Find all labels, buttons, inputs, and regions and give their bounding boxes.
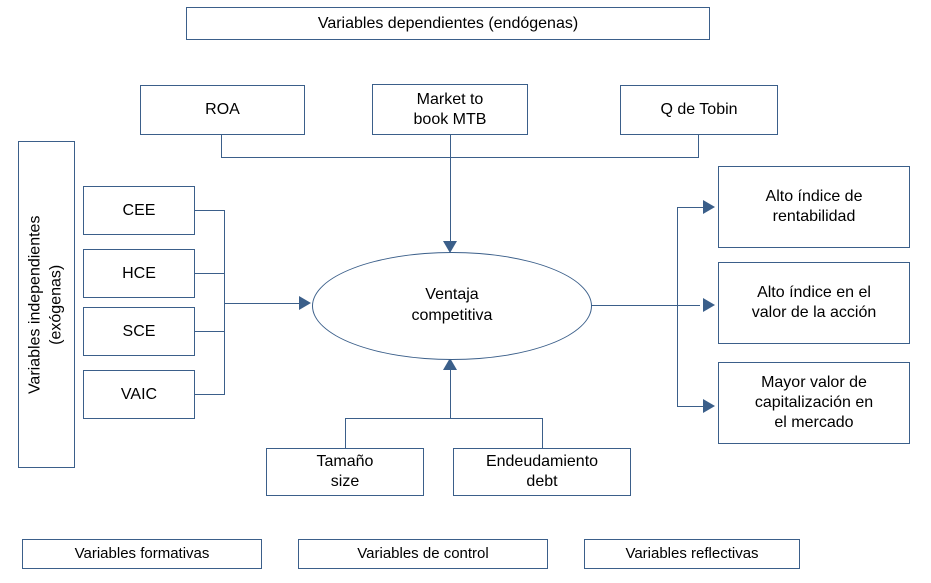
legend-box-control-label: Variables de control	[357, 544, 489, 562]
legend-box-reflectivas-label: Variables reflectivas	[625, 544, 759, 562]
outcome-box-share-value-line1: Alto índice en el	[757, 284, 871, 301]
outcome-box-market-cap-line1: Mayor valor de	[761, 374, 867, 391]
connector-cee-right	[195, 210, 224, 211]
independent-box-vaic-label: VAIC	[120, 385, 158, 403]
connector-right-bottom-branch	[677, 406, 705, 407]
center-node-label-line1: Ventaja	[425, 286, 479, 304]
independent-box-sce-label: SCE	[122, 322, 156, 340]
outcome-box-market-cap[interactable]: Mayor valor de capitalización en el merc…	[718, 362, 910, 444]
control-box-tamano[interactable]: Tamaño size	[266, 448, 424, 496]
independent-box-hce-label: HCE	[122, 264, 156, 282]
sidebar-independent-variables-label: Variables independientes (exógenas)	[26, 215, 68, 394]
control-box-endeudamiento-line1: Endeudamiento	[485, 453, 599, 470]
outcome-box-profitability-line2: rentabilidad	[772, 208, 856, 225]
independent-box-cee[interactable]: CEE	[83, 186, 195, 235]
dependent-box-mtb-label-line2: book MTB	[413, 110, 487, 128]
control-box-endeudamiento-line2: debt	[526, 473, 558, 490]
arrow-right-to-ellipse	[299, 296, 311, 310]
outcome-box-share-value[interactable]: Alto índice en el valor de la acción	[718, 262, 910, 344]
legend-box-reflectivas: Variables reflectivas	[584, 539, 800, 569]
connector-left-bus	[224, 210, 225, 395]
dependent-box-roa-label: ROA	[205, 101, 240, 118]
control-box-tamano-line1: Tamaño	[316, 453, 374, 470]
dependent-box-roa[interactable]: ROA	[140, 85, 305, 135]
connector-vaic-right	[195, 394, 224, 395]
legend-box-control: Variables de control	[298, 539, 548, 569]
center-node-label-line2: competitiva	[411, 307, 493, 324]
sidebar-independent-variables: Variables independientes (exógenas)	[18, 141, 75, 468]
dependent-box-qtobin-label: Q de Tobin	[660, 101, 738, 118]
legend-box-formativas-label: Variables formativas	[74, 544, 210, 562]
arrow-right-to-outcome-2	[703, 298, 715, 312]
control-box-endeudamiento[interactable]: Endeudamiento debt	[453, 448, 631, 496]
sidebar-label-line2: (exógenas)	[47, 264, 65, 345]
independent-box-hce[interactable]: HCE	[83, 249, 195, 298]
control-box-tamano-line2: size	[330, 473, 360, 490]
connector-qtobin-down	[698, 135, 699, 157]
connector-endeudamiento-down	[542, 418, 543, 448]
connector-control-bus	[345, 418, 543, 419]
outcome-box-profitability-line1: Alto índice de	[765, 188, 863, 205]
sidebar-label-line1: Variables independientes	[26, 215, 44, 394]
independent-box-sce[interactable]: SCE	[83, 307, 195, 356]
connector-left-to-ellipse	[224, 303, 301, 304]
connector-right-top-branch	[677, 207, 705, 208]
outcome-box-market-cap-line2: capitalización en	[754, 394, 874, 411]
connector-sce-right	[195, 331, 224, 332]
connector-top-bus	[221, 157, 699, 158]
dependent-box-mtb[interactable]: Market to book MTB	[372, 84, 528, 135]
outcome-box-share-value-line2: valor de la acción	[751, 304, 877, 321]
connector-tamano-down	[345, 418, 346, 448]
independent-box-cee-label: CEE	[122, 201, 156, 219]
arrow-right-to-outcome-1	[703, 200, 715, 214]
title-banner-label: Variables dependientes (endógenas)	[317, 14, 579, 32]
connector-roa-down	[221, 135, 222, 157]
connector-center-down	[450, 135, 451, 243]
outcome-box-profitability[interactable]: Alto índice de rentabilidad	[718, 166, 910, 248]
connector-control-up	[450, 370, 451, 418]
connector-hce-right	[195, 273, 224, 274]
title-banner: Variables dependientes (endógenas)	[186, 7, 710, 40]
connector-right-bus	[677, 207, 678, 407]
outcome-box-market-cap-line3: el mercado	[774, 414, 854, 431]
legend-box-formativas: Variables formativas	[22, 539, 262, 569]
arrow-right-to-outcome-3	[703, 399, 715, 413]
independent-box-vaic[interactable]: VAIC	[83, 370, 195, 419]
dependent-box-mtb-label-line1: Market to	[416, 90, 484, 108]
arrow-up-to-ellipse	[443, 358, 457, 370]
dependent-box-qtobin[interactable]: Q de Tobin	[620, 85, 778, 135]
connector-ellipse-right	[590, 305, 700, 306]
arrow-down-to-ellipse	[443, 241, 457, 253]
center-node-competitive-advantage[interactable]: Ventaja competitiva	[312, 252, 592, 360]
